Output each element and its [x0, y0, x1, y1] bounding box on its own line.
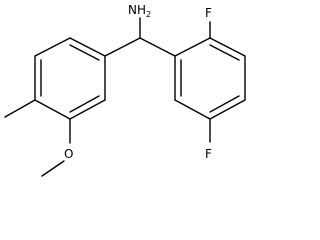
chemical-structure-diagram: O NH2 F F: [4, 3, 246, 177]
fluorine-bottom-label: F: [205, 147, 212, 161]
bond: [69, 37, 106, 57]
bond: [209, 37, 246, 57]
fluorine-top-label: F: [205, 6, 212, 20]
double-bond: [69, 95, 100, 113]
double-bond: [209, 44, 240, 61]
left-aromatic-ring: [34, 37, 106, 120]
bond: [69, 99, 106, 120]
bond: [174, 99, 211, 120]
amine-label: NH2: [128, 3, 151, 19]
amine-label-main: NH: [128, 3, 146, 17]
methoxy-bond-o-methyl: [41, 160, 65, 177]
double-bond: [69, 44, 100, 61]
bond: [34, 37, 71, 57]
right-aromatic-ring: [174, 37, 246, 120]
amine-label-subscript: 2: [146, 10, 151, 19]
bond: [34, 99, 71, 120]
methyl-bond: [4, 99, 36, 118]
bond: [209, 99, 246, 120]
double-bond: [209, 95, 240, 113]
bond-left-ring-to-center: [104, 37, 141, 57]
bond: [174, 37, 211, 57]
bond-center-to-right-ring: [139, 37, 176, 57]
methoxy-oxygen-label: O: [64, 147, 73, 161]
